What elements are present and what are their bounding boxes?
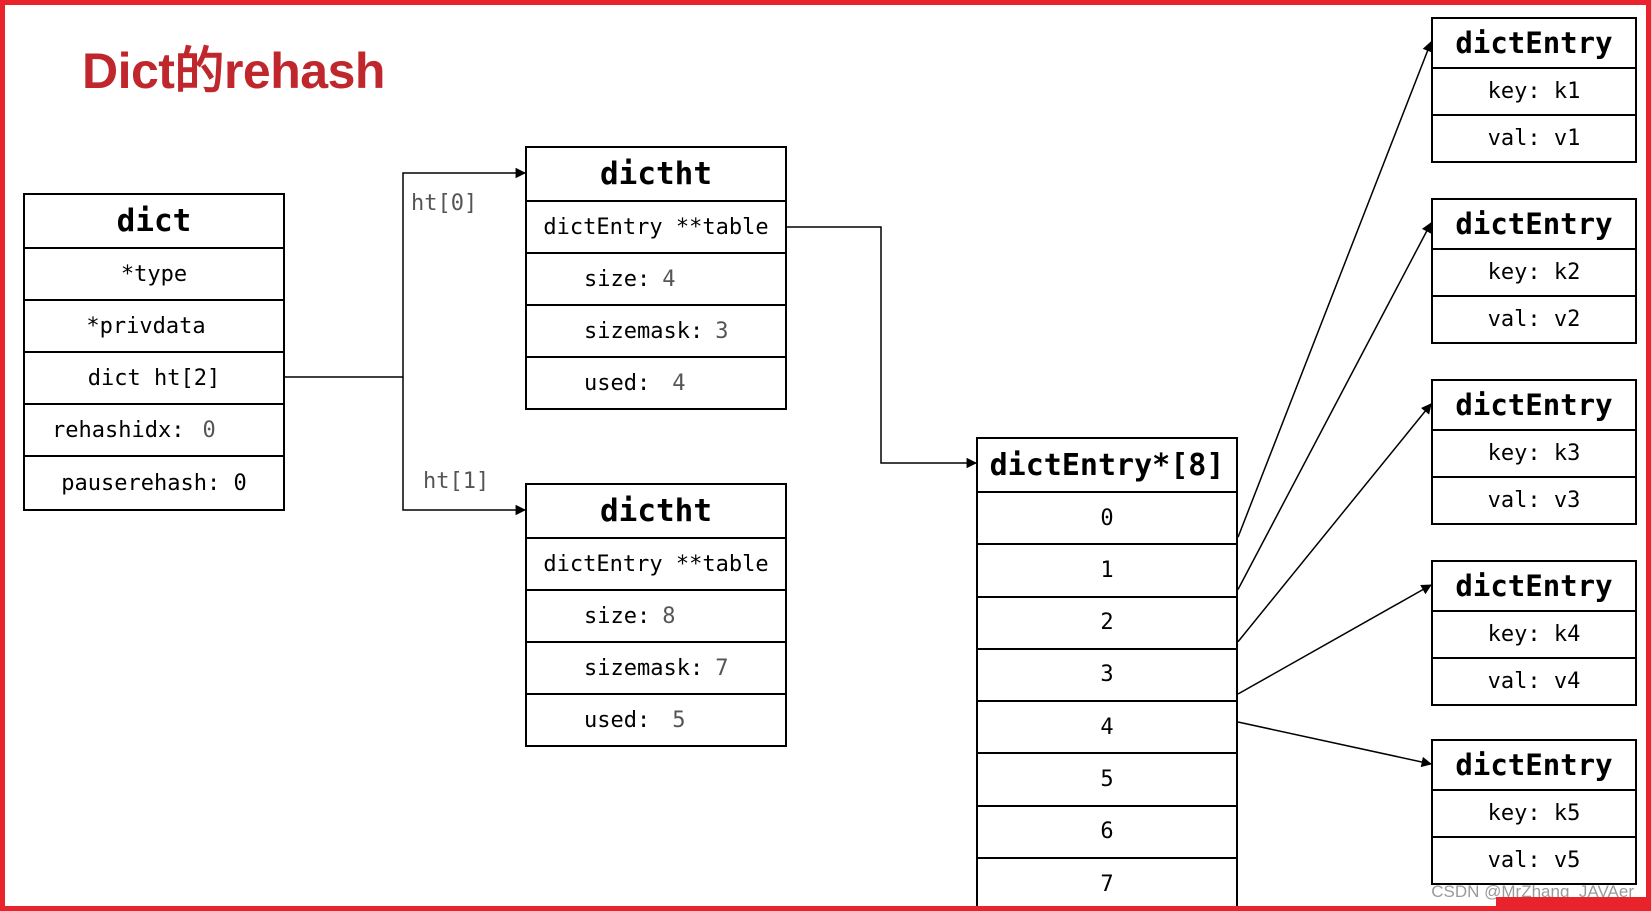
ht0-used-label: used: bbox=[584, 371, 651, 396]
dict-field-pauserehash: pauserehash: 0 bbox=[61, 471, 247, 496]
ht1-header: dictht bbox=[527, 485, 785, 539]
bucket-slot: 5 bbox=[978, 754, 1236, 807]
bucket-slot: 0 bbox=[978, 493, 1236, 546]
dict-entry-key: key: k1 bbox=[1433, 69, 1635, 116]
bucket-array-header: dictEntry*[8] bbox=[978, 439, 1236, 493]
watermark: CSDN @MrZhang_JAVAer bbox=[1431, 882, 1634, 901]
table-pointer-arrow bbox=[785, 226, 978, 469]
dict-entry-val: val: v1 bbox=[1487, 125, 1581, 151]
entry-link-arrow bbox=[1237, 721, 1433, 768]
ht0-header: dictht bbox=[527, 148, 785, 202]
dictht-ht0: dictht dictEntry **table size: 4 sizemas… bbox=[525, 146, 787, 410]
ht1-sizemask-row: sizemask: 7 bbox=[527, 643, 785, 695]
ht0-label: ht[0] bbox=[411, 191, 478, 216]
dict-header: dict bbox=[25, 195, 283, 249]
ht1-used-value: 5 bbox=[672, 708, 686, 733]
dict-entry-key: key: k3 bbox=[1433, 431, 1635, 478]
entry-link-arrow bbox=[1237, 222, 1432, 590]
ht1-arrow bbox=[402, 377, 527, 516]
dict-entry-header: dictEntry bbox=[1433, 200, 1635, 250]
corner-decoration bbox=[1496, 897, 1646, 906]
dict-struct: dict *type *privdata dict ht[2] rehashid… bbox=[23, 193, 285, 511]
ht1-size-label: size: bbox=[584, 603, 651, 629]
ht0-sizemask-row: sizemask: 3 bbox=[527, 306, 785, 358]
ht0-size-value: 4 bbox=[662, 266, 676, 292]
dict-field-rehashidx: rehashidx: 0 bbox=[25, 405, 283, 457]
dict-entry-header: dictEntry bbox=[1433, 19, 1635, 69]
bucket-slot: 6 bbox=[978, 807, 1236, 859]
pointer-links bbox=[283, 41, 1433, 768]
dict-field-type: *type bbox=[25, 249, 283, 301]
entry-link-arrow bbox=[1237, 584, 1432, 695]
ht1-size-row: size: 8 bbox=[527, 591, 785, 643]
bucket-slot: 4 bbox=[978, 702, 1236, 755]
entry-link-arrow bbox=[1237, 403, 1432, 643]
ht1-sizemask-value: 7 bbox=[715, 655, 729, 681]
dict-field-privdata: *privdata bbox=[25, 301, 283, 353]
slide-title: Dict的rehash bbox=[82, 43, 385, 99]
ht1-used-label: used: bbox=[584, 708, 651, 733]
dict-entry-val: val: v4 bbox=[1487, 668, 1581, 694]
dict-entry-key: key: k5 bbox=[1433, 791, 1635, 838]
ht0-size-label: size: bbox=[584, 266, 651, 292]
dict-entry-header: dictEntry bbox=[1433, 562, 1635, 612]
ht0-table-field: dictEntry **table bbox=[527, 202, 785, 254]
rehashidx-label: rehashidx: bbox=[52, 417, 185, 443]
bucket-slot: 7 bbox=[1100, 872, 1114, 898]
bucket-slot: 3 bbox=[978, 650, 1236, 702]
dict-entry-key: key: k2 bbox=[1433, 250, 1635, 297]
dict-entry-val: val: v2 bbox=[1487, 306, 1581, 332]
ht0-used-value: 4 bbox=[672, 371, 686, 396]
entry-link-arrow bbox=[1237, 41, 1433, 538]
ht1-label: ht[1] bbox=[423, 469, 490, 494]
dict-entry-key: key: k4 bbox=[1433, 612, 1635, 659]
rehashidx-value: 0 bbox=[202, 417, 216, 443]
ht0-arrow bbox=[402, 167, 527, 377]
bucket-slot: 1 bbox=[978, 545, 1236, 598]
entry-links bbox=[1237, 41, 1433, 768]
ht0-sizemask-value: 3 bbox=[715, 318, 729, 344]
bucket-slot: 2 bbox=[978, 598, 1236, 650]
dict-entry-header: dictEntry bbox=[1433, 381, 1635, 431]
dict-entry-val: val: v5 bbox=[1487, 847, 1581, 873]
dictht-ht1: dictht dictEntry **table size: 8 sizemas… bbox=[525, 483, 787, 747]
ht1-table-field: dictEntry **table bbox=[527, 539, 785, 591]
dict-entry-header: dictEntry bbox=[1433, 741, 1635, 791]
ht1-sizemask-label: sizemask: bbox=[584, 655, 704, 681]
ht1-used-row: used: 5 bbox=[527, 695, 785, 746]
dict-entry-val: val: v3 bbox=[1487, 487, 1581, 513]
ht0-sizemask-label: sizemask: bbox=[584, 318, 704, 344]
ht0-size-row: size: 4 bbox=[527, 254, 785, 306]
dict-field-ht: dict ht[2] bbox=[25, 353, 283, 405]
ht1-size-value: 8 bbox=[662, 603, 676, 629]
ht0-used-row: used: 4 bbox=[527, 358, 785, 409]
